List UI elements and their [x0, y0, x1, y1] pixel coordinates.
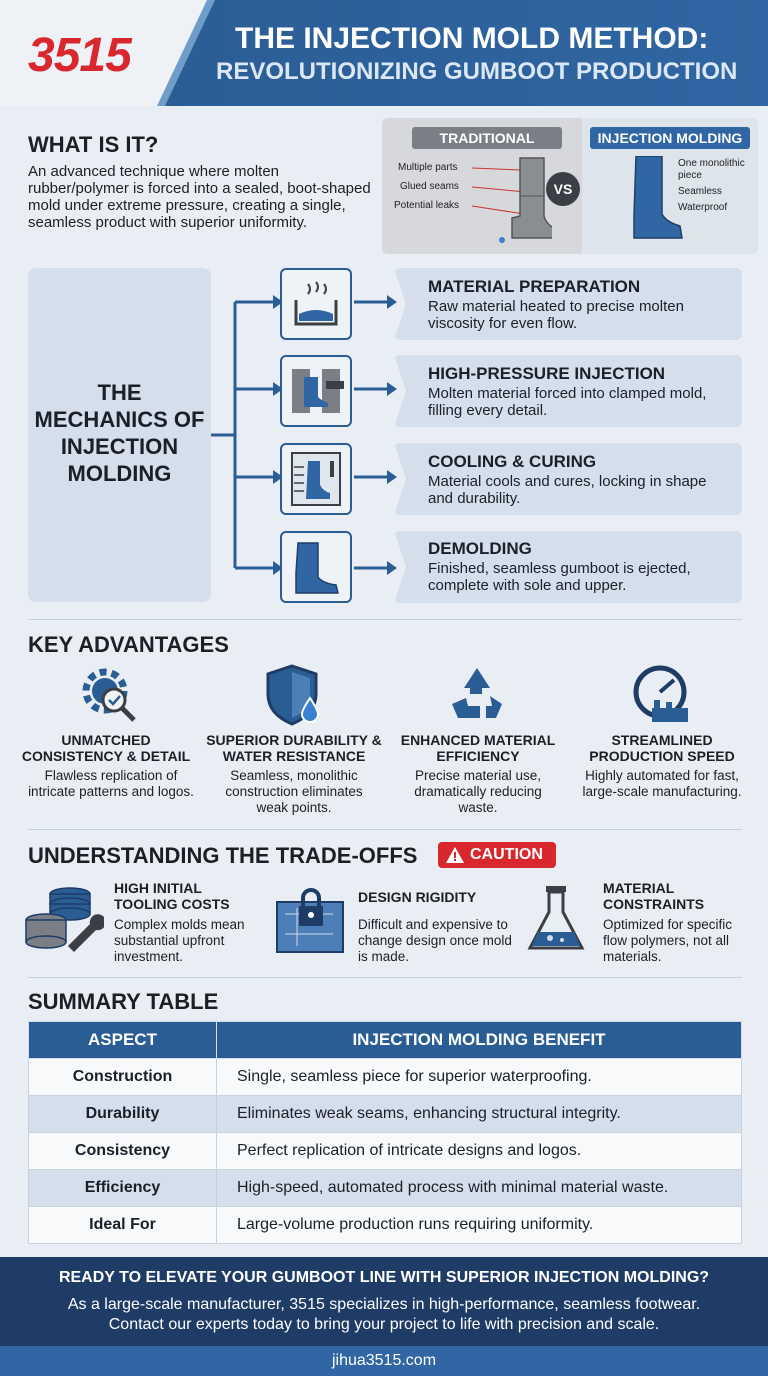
table-header-aspect: ASPECT [28, 1021, 217, 1059]
step-description: Finished, seamless gumboot is ejected, c… [428, 560, 691, 594]
injection-item: Seamless [678, 186, 722, 197]
boot-icon [280, 531, 352, 603]
summary-heading: SUMMARY TABLE [28, 989, 219, 1014]
step-demolding [394, 531, 742, 603]
mechanics-panel [28, 268, 211, 602]
advantage-description: Highly automated for fast, large-scale m… [582, 768, 742, 799]
process-flow-connector [211, 295, 397, 575]
divider [28, 619, 742, 620]
advantage-description: Precise material use, dramatically reduc… [414, 768, 542, 815]
table-cell-aspect: Efficiency [28, 1169, 217, 1207]
what-body: An advanced technique where molten rubbe… [28, 163, 371, 231]
step-cooling-curing [394, 443, 742, 515]
step-title: HIGH-PRESSURE INJECTION [428, 364, 666, 383]
tradeoff-title: MATERIAL CONSTRAINTS [603, 880, 705, 912]
footer-line: Contact our experts today to bring your … [108, 1316, 660, 1333]
step-description: Material cools and cures, locking in sha… [428, 473, 707, 507]
comparison-panel: TRADITIONAL INJECTION MOLDING Multiple p… [382, 118, 758, 254]
flask-icon [527, 886, 585, 950]
advantages-heading: KEY ADVANTAGES [28, 632, 229, 657]
injection-item: Waterproof [678, 202, 728, 213]
caution-badge: CAUTION [438, 842, 556, 868]
summary-table: ASPECT INJECTION MOLDING BENEFIT Constru… [28, 1021, 742, 1244]
table-header-benefit: INJECTION MOLDING BENEFIT [216, 1021, 742, 1059]
step-title: MATERIAL PREPARATION [428, 277, 641, 296]
page-subtitle: REVOLUTIONIZING GUMBOOT PRODUCTION [216, 58, 738, 85]
advantage-title: STREAMLINED PRODUCTION SPEED [589, 732, 735, 764]
injection-label: INJECTION MOLDING [590, 127, 750, 149]
advantage-title: SUPERIOR DURABILITY & WATER RESISTANCE [206, 732, 382, 764]
footer-text: As a large-scale manufacturer, 3515 spec… [0, 1295, 768, 1335]
advantage-description: Flawless replication of intricate patter… [28, 768, 194, 799]
tradeoff-title: DESIGN RIGIDITY [358, 889, 477, 905]
speedometer-factory-icon [633, 665, 688, 722]
tradeoff-title: HIGH INITIAL TOOLING COSTS [114, 880, 230, 912]
footer-line: As a large-scale manufacturer, 3515 spec… [67, 1296, 701, 1313]
warning-icon [446, 847, 464, 863]
traditional-label: TRADITIONAL [412, 127, 562, 149]
heating-vat-icon [280, 268, 352, 340]
table-cell-benefit: Eliminates weak seams, enhancing structu… [216, 1095, 742, 1133]
header-banner [165, 0, 768, 106]
gear-magnifier-icon [82, 668, 136, 722]
table-cell-benefit: Perfect replication of intricate designs… [216, 1132, 742, 1170]
caution-label: CAUTION [470, 846, 543, 863]
what-heading: WHAT IS IT? [28, 132, 159, 157]
footer-heading: READY TO ELEVATE YOUR GUMBOOT LINE WITH … [58, 1269, 710, 1286]
website-link[interactable]: jihua3515.com [0, 1346, 768, 1376]
tradeoff-description: Complex molds mean substantial upfront i… [114, 917, 245, 964]
cooling-boot-icon [280, 443, 352, 515]
advantage-title: UNMATCHED CONSISTENCY & DETAIL [21, 732, 191, 764]
step-description: Molten material forced into clamped mold… [428, 385, 707, 419]
table-row: Durability Eliminates weak seams, enhanc… [28, 1095, 742, 1133]
step-title: COOLING & CURING [428, 452, 597, 471]
shield-drop-icon [266, 664, 320, 726]
table-row: Ideal For Large-volume production runs r… [28, 1206, 742, 1244]
mechanics-title: THE MECHANICS OF INJECTION MOLDING [34, 380, 205, 486]
table-cell-benefit: Large-volume production runs requiring u… [216, 1206, 742, 1244]
step-description: Raw material heated to precise molten vi… [428, 298, 684, 332]
traditional-boot-icon [472, 157, 552, 243]
table-cell-aspect: Consistency [28, 1132, 217, 1170]
divider [28, 977, 742, 978]
injection-item: One monolithic piece [678, 158, 745, 181]
logo[interactable]: 3515 [28, 29, 132, 82]
recycle-icon [452, 668, 502, 718]
table-row: Consistency Perfect replication of intri… [28, 1132, 742, 1170]
injection-mold-icon [280, 355, 352, 427]
injection-boot-icon [633, 156, 683, 239]
traditional-item: Potential leaks [394, 200, 460, 211]
vs-badge: VS [546, 172, 580, 206]
advantage-title: ENHANCED MATERIAL EFFICIENCY [400, 732, 556, 764]
traditional-item: Glued seams [400, 181, 459, 192]
table-row: Construction Single, seamless piece for … [28, 1058, 742, 1096]
table-cell-benefit: Single, seamless piece for superior wate… [216, 1058, 742, 1096]
table-cell-aspect: Durability [28, 1095, 217, 1133]
table-cell-aspect: Construction [28, 1058, 217, 1096]
step-title: DEMOLDING [428, 539, 532, 558]
step-material-preparation [394, 268, 742, 340]
step-high-pressure-injection [394, 355, 742, 427]
table-cell-aspect: Ideal For [28, 1206, 217, 1244]
tradeoff-description: Difficult and expensive to change design… [358, 917, 512, 964]
advantage-description: Seamless, monolithic construction elimin… [225, 768, 363, 815]
tradeoffs-heading: UNDERSTANDING THE TRADE-OFFS [28, 843, 418, 868]
tradeoff-description: Optimized for specific flow polymers, no… [603, 917, 733, 964]
coins-wrench-icon [25, 887, 104, 952]
table-row: Efficiency High-speed, automated process… [28, 1169, 742, 1207]
traditional-item: Multiple parts [398, 162, 458, 173]
table-cell-benefit: High-speed, automated process with minim… [216, 1169, 742, 1207]
divider [28, 829, 742, 830]
page-title: THE INJECTION MOLD METHOD: [235, 22, 709, 55]
blueprint-lock-icon [276, 888, 344, 953]
